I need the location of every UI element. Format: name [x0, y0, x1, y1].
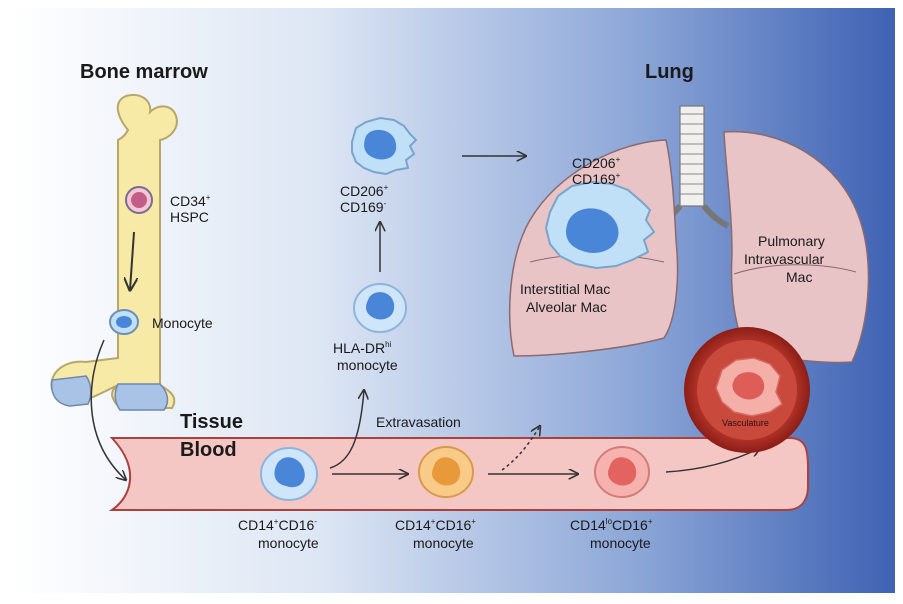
- nonclassical-monocyte-cell: [595, 447, 649, 497]
- vasculature: [684, 327, 810, 453]
- label-bone-marrow: Bone marrow: [80, 61, 208, 83]
- label-pim-line1: Pulmonary: [758, 233, 825, 249]
- label-pim-line2: Intravascular: [744, 251, 824, 267]
- label-bone-monocyte: Monocyte: [152, 315, 213, 331]
- classical-monocyte-cell: [261, 448, 317, 500]
- label-pim-line3: Mac: [786, 269, 812, 285]
- label-blood: Blood: [180, 439, 237, 461]
- label-hla-dr-line1: HLA-DRhi: [333, 340, 392, 356]
- label-cd206-top-line1: CD206+: [340, 183, 389, 199]
- bone-monocyte-cell: [110, 310, 138, 334]
- label-classical-line1: CD14+CD16-: [238, 517, 317, 533]
- label-cd206-top-line2: CD169-: [340, 199, 387, 215]
- label-hspc-line1: CD34+: [170, 193, 211, 209]
- label-tissue: Tissue: [180, 411, 243, 433]
- label-nonclassical-line2: monocyte: [590, 535, 651, 551]
- label-hla-dr-line2: monocyte: [337, 357, 398, 373]
- hspc-cell: [126, 187, 152, 213]
- label-intermediate-line1: CD14+CD16+: [395, 517, 476, 533]
- label-classical-line2: monocyte: [258, 535, 319, 551]
- label-interstitial-mac: Interstitial Mac: [520, 281, 610, 297]
- label-nonclassical-line1: CD14loCD16+: [570, 517, 653, 533]
- label-lung-mac-line1: CD206+: [572, 155, 621, 171]
- label-alveolar-mac: Alveolar Mac: [526, 299, 607, 315]
- label-vasculature: Vasculature: [722, 418, 769, 428]
- label-extravasation: Extravasation: [376, 414, 461, 430]
- label-hspc-line2: HSPC: [170, 209, 209, 225]
- label-lung-mac-line2: CD169+: [572, 171, 621, 187]
- intermediate-monocyte-cell: [419, 447, 473, 497]
- hla-dr-monocyte-cell: [354, 284, 406, 332]
- label-intermediate-line2: monocyte: [413, 535, 474, 551]
- label-lung: Lung: [645, 61, 694, 83]
